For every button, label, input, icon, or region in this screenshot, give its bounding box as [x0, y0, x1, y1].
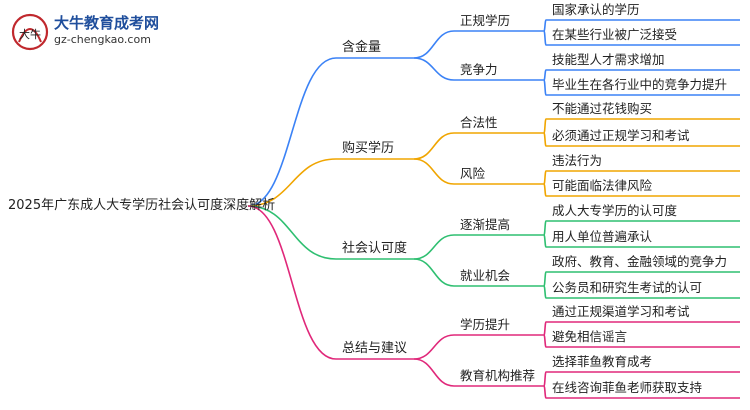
- leaf-label: 在线咨询菲鱼老师获取支持: [552, 380, 703, 395]
- root-connector: [247, 158, 337, 207]
- subtopic-label: 学历提升: [460, 317, 511, 332]
- subtopic-label: 逐渐提高: [460, 217, 511, 232]
- leaf-connector: [543, 220, 547, 236]
- leaf-connector: [543, 118, 547, 134]
- leaf-label: 不能通过花钱购买: [552, 101, 653, 116]
- logo-mark-text: 大牛: [19, 27, 41, 41]
- leaf-label: 政府、教育、金融领域的竞争力: [552, 254, 728, 269]
- leaf-connector: [543, 132, 547, 147]
- subtopic-label: 正规学历: [460, 13, 511, 28]
- branch-label: 含金量: [342, 40, 382, 55]
- leaf-connector: [543, 170, 547, 185]
- leaf-connector: [543, 321, 547, 336]
- leaf-connector: [543, 285, 547, 299]
- root-connector: [247, 205, 337, 360]
- branch-label: 总结与建议: [342, 341, 408, 356]
- leaf-connector: [543, 234, 547, 248]
- leaf-label: 可能面临法律风险: [552, 178, 653, 193]
- leaf-label: 选择菲鱼教育成考: [552, 354, 653, 369]
- root-connector: [247, 205, 337, 260]
- leaf-connector: [543, 30, 547, 46]
- subtopic-connector: [413, 334, 455, 360]
- leaf-connector: [543, 19, 547, 32]
- branch-label: 购买学历: [342, 141, 395, 156]
- leaf-label: 技能型人才需求增加: [552, 52, 665, 67]
- leaf-label: 避免相信谣言: [552, 329, 628, 344]
- leaf-connector: [543, 183, 547, 197]
- subtopic-label: 教育机构推荐: [460, 368, 536, 383]
- leaf-connector: [543, 334, 547, 348]
- subtopic-connector: [413, 57, 455, 81]
- subtopic-connector: [413, 234, 455, 260]
- subtopic-label: 风险: [460, 166, 486, 181]
- leaf-label: 通过正规渠道学习和考试: [552, 304, 690, 319]
- leaf-label: 公务员和研究生考试的认可: [552, 280, 703, 295]
- leaf-label: 国家承认的学历: [552, 2, 640, 17]
- branch-label: 社会认可度: [342, 241, 408, 256]
- subtopic-connector: [413, 258, 455, 287]
- logo-title: 大牛教育成考网: [54, 14, 160, 32]
- leaf-label: 用人单位普遍承认: [552, 229, 653, 244]
- leaf-connector: [543, 271, 547, 287]
- leaf-label: 毕业生在各行业中的竞争力提升: [552, 77, 728, 92]
- root-connector: [247, 57, 337, 207]
- leaf-connector: [543, 371, 547, 387]
- leaf-connector: [543, 385, 547, 399]
- leaf-label: 在某些行业被广泛接受: [552, 27, 678, 42]
- leaf-connector: [543, 69, 547, 81]
- subtopic-label: 合法性: [460, 115, 498, 130]
- leaf-label: 成人大专学历的认可度: [552, 203, 678, 218]
- mindmap-root: 2025年广东成人大专学历社会认可度深度解析: [8, 198, 276, 213]
- leaf-connector: [543, 79, 547, 96]
- subtopic-connector: [413, 132, 455, 160]
- leaf-label: 违法行为: [552, 153, 603, 168]
- logo-url: gz-chengkao.com: [54, 33, 151, 46]
- subtopic-connector: [413, 158, 455, 185]
- subtopic-connector: [413, 358, 455, 387]
- subtopic-label: 竞争力: [460, 62, 498, 77]
- site-logo[interactable]: 大牛 大牛教育成考网 gz-chengkao.com: [10, 8, 210, 54]
- subtopic-connector: [413, 30, 455, 59]
- leaf-label: 必须通过正规学习和考试: [552, 128, 690, 143]
- subtopic-label: 就业机会: [460, 268, 511, 283]
- logo-mark-icon: 大牛: [11, 13, 49, 51]
